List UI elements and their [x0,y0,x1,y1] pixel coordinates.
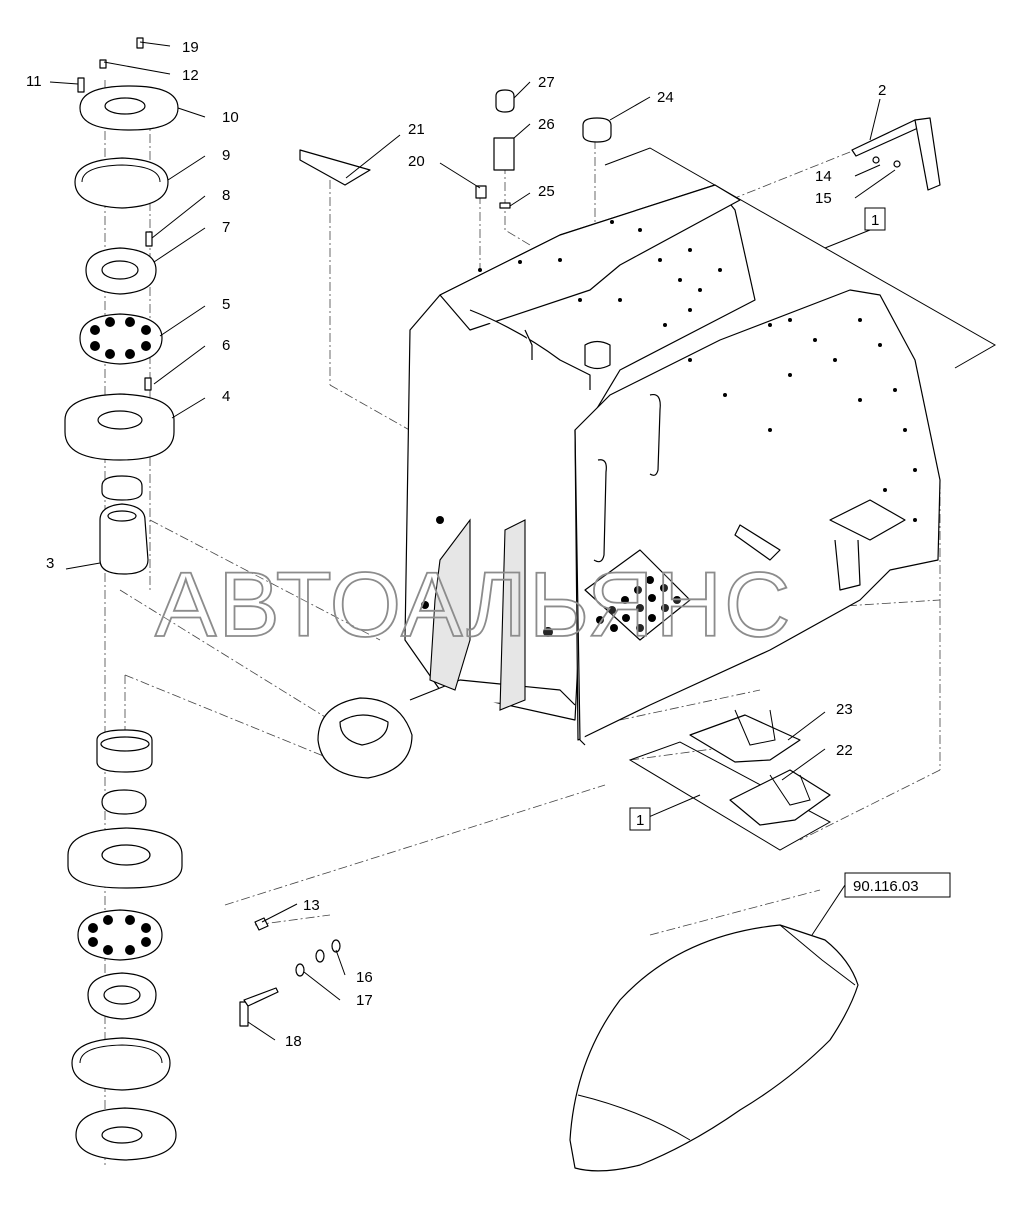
callout-3: 3 [46,555,54,572]
callout-15: 15 [815,190,832,207]
callout-1-upper: 1 [871,212,879,229]
ref-box-1-upper [864,207,886,231]
fender-edge [577,924,856,1141]
lower-bearing-stack [67,729,183,1161]
callout-5: 5 [222,296,230,313]
reference-box-90-116-03 [844,872,951,898]
watermark-text: АВТОАЛЬЯНС [155,554,793,656]
ref-box-1-lower [629,807,651,831]
callout-4: 4 [222,388,230,405]
callout-6: 6 [222,337,230,354]
callout-9: 9 [222,147,230,164]
small-parts [239,89,941,1027]
callout-22: 22 [836,742,853,759]
callout-12: 12 [182,67,199,84]
fender-shape [569,924,859,1172]
upper-bearing-stack [64,37,179,575]
callout-23: 23 [836,701,853,718]
callout-19: 19 [182,39,199,56]
leader-lines [49,41,896,1041]
reference-sheet-lower [628,741,832,851]
callout-13: 13 [303,897,320,914]
callout-20: 20 [408,153,425,170]
callout-14: 14 [815,168,832,185]
callout-16: 16 [356,969,373,986]
callout-24: 24 [657,89,674,106]
callout-26: 26 [538,116,555,133]
main-body [317,184,941,779]
callout-25: 25 [538,183,555,200]
steps [689,709,831,826]
callout-11: 11 [26,73,42,90]
callout-7: 7 [222,219,230,236]
callout-1-lower: 1 [636,812,644,829]
callout-18: 18 [285,1033,302,1050]
callout-labels: 2 1 1 3 4 5 6 7 8 9 10 11 12 13 14 15 16… [26,39,919,1050]
reference-label: 90.116.03 [853,878,919,895]
callout-10: 10 [222,109,239,126]
callout-17: 17 [356,992,373,1009]
callout-21: 21 [408,121,425,138]
callout-2: 2 [878,82,886,99]
callout-8: 8 [222,187,230,204]
callout-27: 27 [538,74,555,91]
reference-sheet-upper [604,147,997,369]
